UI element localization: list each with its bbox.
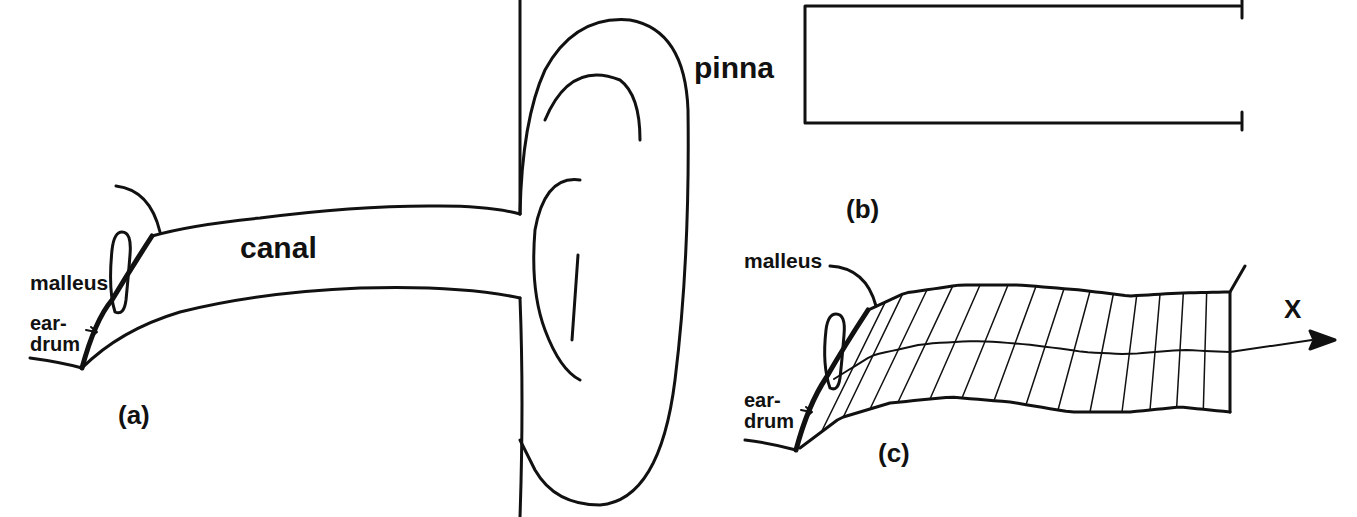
axis-label: X xyxy=(1284,296,1301,323)
grid-line xyxy=(1150,294,1160,410)
canal-upper-wall xyxy=(868,266,1245,310)
part-label: ear- drum xyxy=(30,313,78,355)
pinna-outline xyxy=(520,20,688,505)
x-arrow-head xyxy=(1310,331,1335,349)
part-label: malleus xyxy=(744,250,822,272)
part-label: canal xyxy=(240,232,317,264)
grid-line xyxy=(1203,292,1206,409)
eardrum-pointer xyxy=(801,407,812,417)
grid-line xyxy=(994,286,1036,400)
panel-letter: (b) xyxy=(846,196,879,223)
tube xyxy=(805,6,1240,123)
tube-flange xyxy=(1241,0,1244,130)
eardrum xyxy=(82,236,152,368)
grid-line xyxy=(1090,294,1113,412)
grid-line xyxy=(1122,296,1137,412)
pinna-fold xyxy=(545,75,640,140)
grid-line xyxy=(821,302,885,432)
part-label: ear- drum xyxy=(744,390,792,432)
figure-b xyxy=(805,0,1242,130)
grid-line xyxy=(843,294,902,417)
grid-line xyxy=(1058,291,1090,410)
eardrum-pointer xyxy=(86,327,97,337)
bone-arc xyxy=(830,266,876,306)
canal-upper-wall xyxy=(152,206,520,236)
pinna-fold xyxy=(572,255,578,340)
figure-a xyxy=(30,0,688,517)
eardrum xyxy=(796,310,868,450)
grid-line xyxy=(898,286,953,402)
skin-line xyxy=(745,440,796,450)
part-label: malleus xyxy=(30,272,108,294)
panel-letter: (c) xyxy=(878,440,910,467)
bone-arc xyxy=(116,186,160,232)
x-axis xyxy=(834,340,1312,379)
grid-line xyxy=(1177,293,1184,407)
skin-line xyxy=(30,358,82,368)
malleus-bone xyxy=(111,232,131,313)
figure-c xyxy=(745,266,1335,450)
part-label: pinna xyxy=(694,52,774,84)
canal-lower-wall xyxy=(82,287,520,368)
grid-line xyxy=(1026,289,1064,405)
grid-line xyxy=(930,285,980,399)
canal-lower-wall xyxy=(800,397,1230,448)
panel-letter: (a) xyxy=(118,402,150,429)
pinna-fold xyxy=(534,180,580,380)
grid-line xyxy=(870,290,927,409)
